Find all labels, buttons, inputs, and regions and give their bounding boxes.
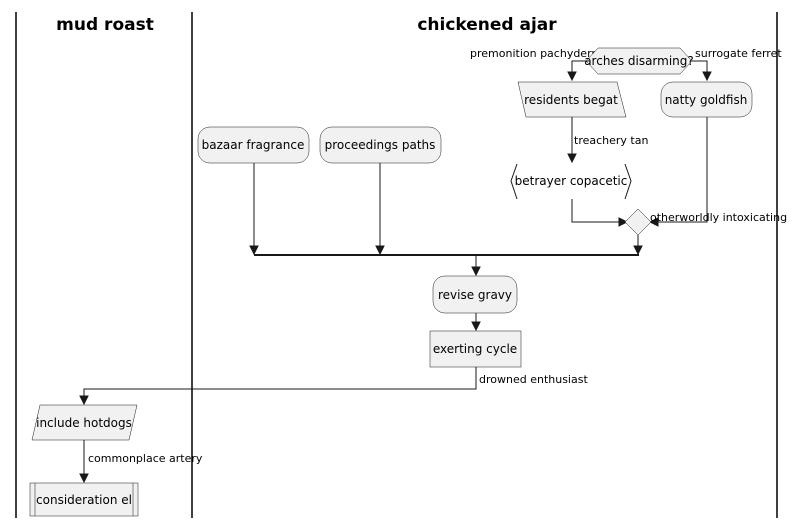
arrowhead xyxy=(375,245,385,256)
edge-label-otherworldly-intoxicating: otherworldly intoxicating xyxy=(650,211,787,224)
merge-diamond xyxy=(624,208,652,236)
node-betrayer-copacetic: betrayer copacetic xyxy=(515,174,628,188)
arrowhead xyxy=(249,245,259,256)
lane-title-mud-roast: mud roast xyxy=(56,15,154,35)
activity-natty-goldfish xyxy=(660,81,753,118)
subprocess-consideration-el xyxy=(29,482,139,517)
arrowhead xyxy=(618,217,629,227)
edge-label-surrogate-ferret: surrogate ferret xyxy=(695,47,782,60)
arrowhead xyxy=(702,71,712,82)
node-label: natty goldfish xyxy=(665,93,748,107)
node-label: consideration el xyxy=(36,493,132,507)
edge-goldfish-to-merge xyxy=(652,117,708,223)
decision-arches-disarming xyxy=(585,47,693,75)
activity-proceedings-paths xyxy=(319,126,442,164)
edge-label-drowned-enthusiast: drowned enthusiast xyxy=(479,373,588,386)
betrayer-right-bracket xyxy=(624,163,632,200)
lane-title-chickened-ajar: chickened ajar xyxy=(417,15,557,35)
edge-label-treachery-tan: treachery tan xyxy=(574,134,648,147)
edge-label-commonplace-artery: commonplace artery xyxy=(88,452,203,465)
input-residents-begat xyxy=(517,81,627,118)
node-label: proceedings paths xyxy=(325,138,436,152)
input-include-hotdogs xyxy=(31,404,138,441)
node-label: residents begat xyxy=(524,93,618,107)
arrowhead xyxy=(567,71,577,82)
node-label: bazaar fragrance xyxy=(202,138,305,152)
arrowhead xyxy=(471,266,481,277)
betrayer-left-bracket xyxy=(510,163,518,200)
activity-exerting-cycle xyxy=(429,330,522,368)
node-label: revise gravy xyxy=(438,288,512,302)
edge-exerting-to-hotdogs xyxy=(83,367,477,402)
arrowhead xyxy=(648,217,659,227)
arrowhead xyxy=(633,245,643,256)
arrowhead xyxy=(567,153,577,164)
edge-label-premonition-pachyderm: premonition pachyderm xyxy=(470,47,602,60)
arrowhead xyxy=(79,395,89,406)
arrowhead xyxy=(79,473,89,484)
node-label: exerting cycle xyxy=(433,342,517,356)
activity-revise-gravy xyxy=(432,275,518,314)
decision-label: arches disarming? xyxy=(584,54,694,68)
node-label: include hotdogs xyxy=(36,416,132,430)
activity-bazaar-fragrance xyxy=(197,126,310,164)
arrowhead xyxy=(471,321,481,332)
edge-betrayer-to-merge xyxy=(571,199,625,223)
